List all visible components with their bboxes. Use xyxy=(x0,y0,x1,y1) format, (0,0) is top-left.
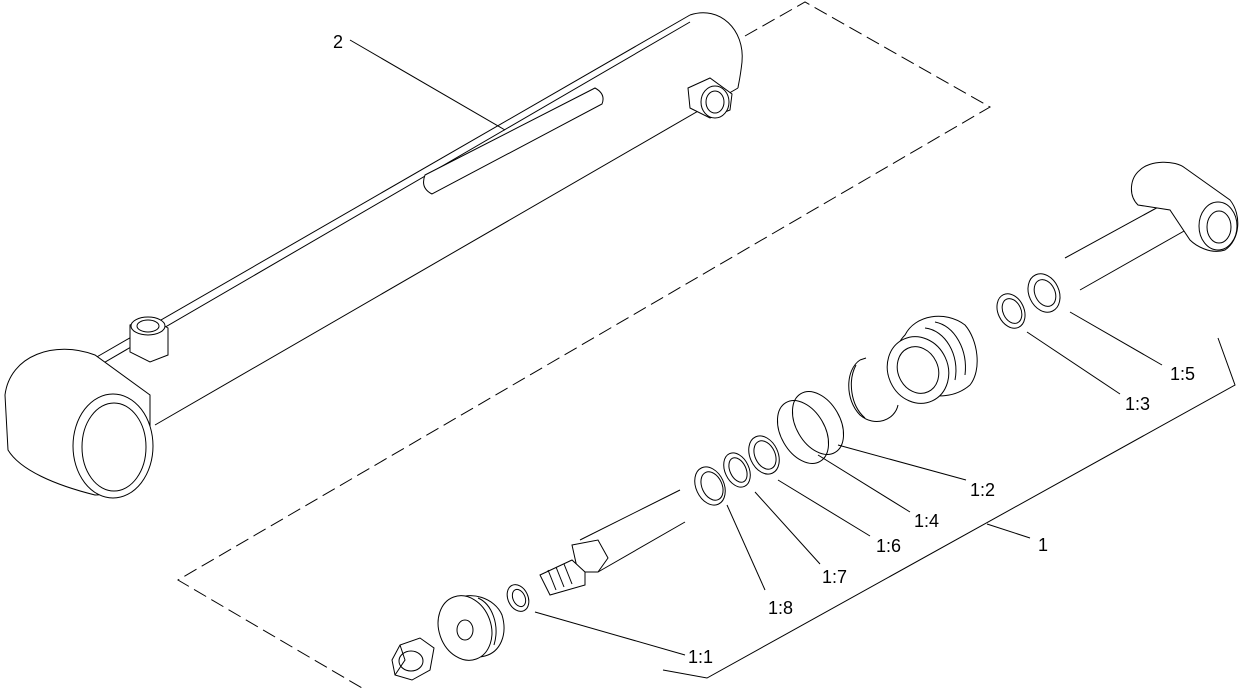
callout-1-7: 1:7 xyxy=(822,567,847,587)
snap-ring-1-2 xyxy=(848,357,899,423)
callout-1-4: 1:4 xyxy=(914,511,939,531)
callout-1-3: 1:3 xyxy=(1125,394,1150,414)
leader-lines xyxy=(349,39,1236,679)
seal-1-3 xyxy=(996,293,1026,329)
callout-1: 1 xyxy=(1038,535,1048,555)
callout-1-6: 1:6 xyxy=(876,536,901,556)
seal-1-5 xyxy=(1027,273,1061,313)
gland-head xyxy=(886,315,978,404)
piston xyxy=(437,595,505,661)
seal-1-8 xyxy=(694,466,726,506)
o-ring-1-4 xyxy=(776,391,845,464)
seal-1-6 xyxy=(748,435,780,475)
seal-1-7 xyxy=(723,452,751,488)
assembly-dashed-outline xyxy=(177,1,992,689)
callout-1-2: 1:2 xyxy=(970,480,995,500)
piston-rod xyxy=(539,161,1239,596)
cylinder-barrel xyxy=(4,12,743,499)
lock-nut xyxy=(391,637,435,681)
seal-1-1 xyxy=(506,584,530,612)
callout-2: 2 xyxy=(333,32,343,52)
callout-1-5: 1:5 xyxy=(1170,364,1195,384)
callout-1-8: 1:8 xyxy=(768,598,793,618)
callout-1-1: 1:1 xyxy=(688,647,713,667)
